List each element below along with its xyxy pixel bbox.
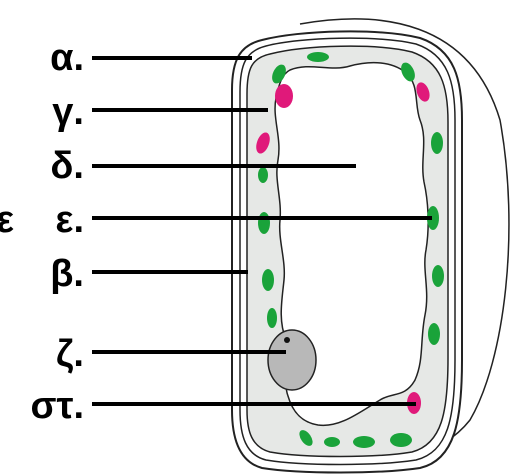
- label-epsilon: ε.: [55, 199, 84, 241]
- label-alpha: α.: [50, 37, 84, 79]
- chloroplast: [324, 437, 340, 447]
- label-zeta: ζ.: [56, 333, 84, 375]
- nucleus: [268, 330, 316, 390]
- chloroplast: [431, 132, 443, 154]
- chloroplast: [258, 167, 268, 183]
- label-beta: β.: [50, 253, 84, 295]
- chloroplast: [432, 265, 444, 287]
- chloroplast: [267, 308, 277, 328]
- chloroplast: [258, 212, 270, 234]
- label-sigma-tau: στ.: [30, 385, 84, 427]
- label-gamma: γ.: [52, 91, 84, 133]
- chloroplast: [390, 433, 412, 447]
- nucleolus: [284, 337, 290, 343]
- chloroplast: [307, 52, 329, 62]
- pigment-granule: [275, 84, 293, 108]
- chloroplast: [262, 269, 274, 291]
- chloroplast: [353, 436, 375, 448]
- label-delta: δ.: [50, 145, 84, 187]
- chloroplast: [428, 323, 440, 345]
- label-epsilon-cut: ε: [0, 199, 14, 241]
